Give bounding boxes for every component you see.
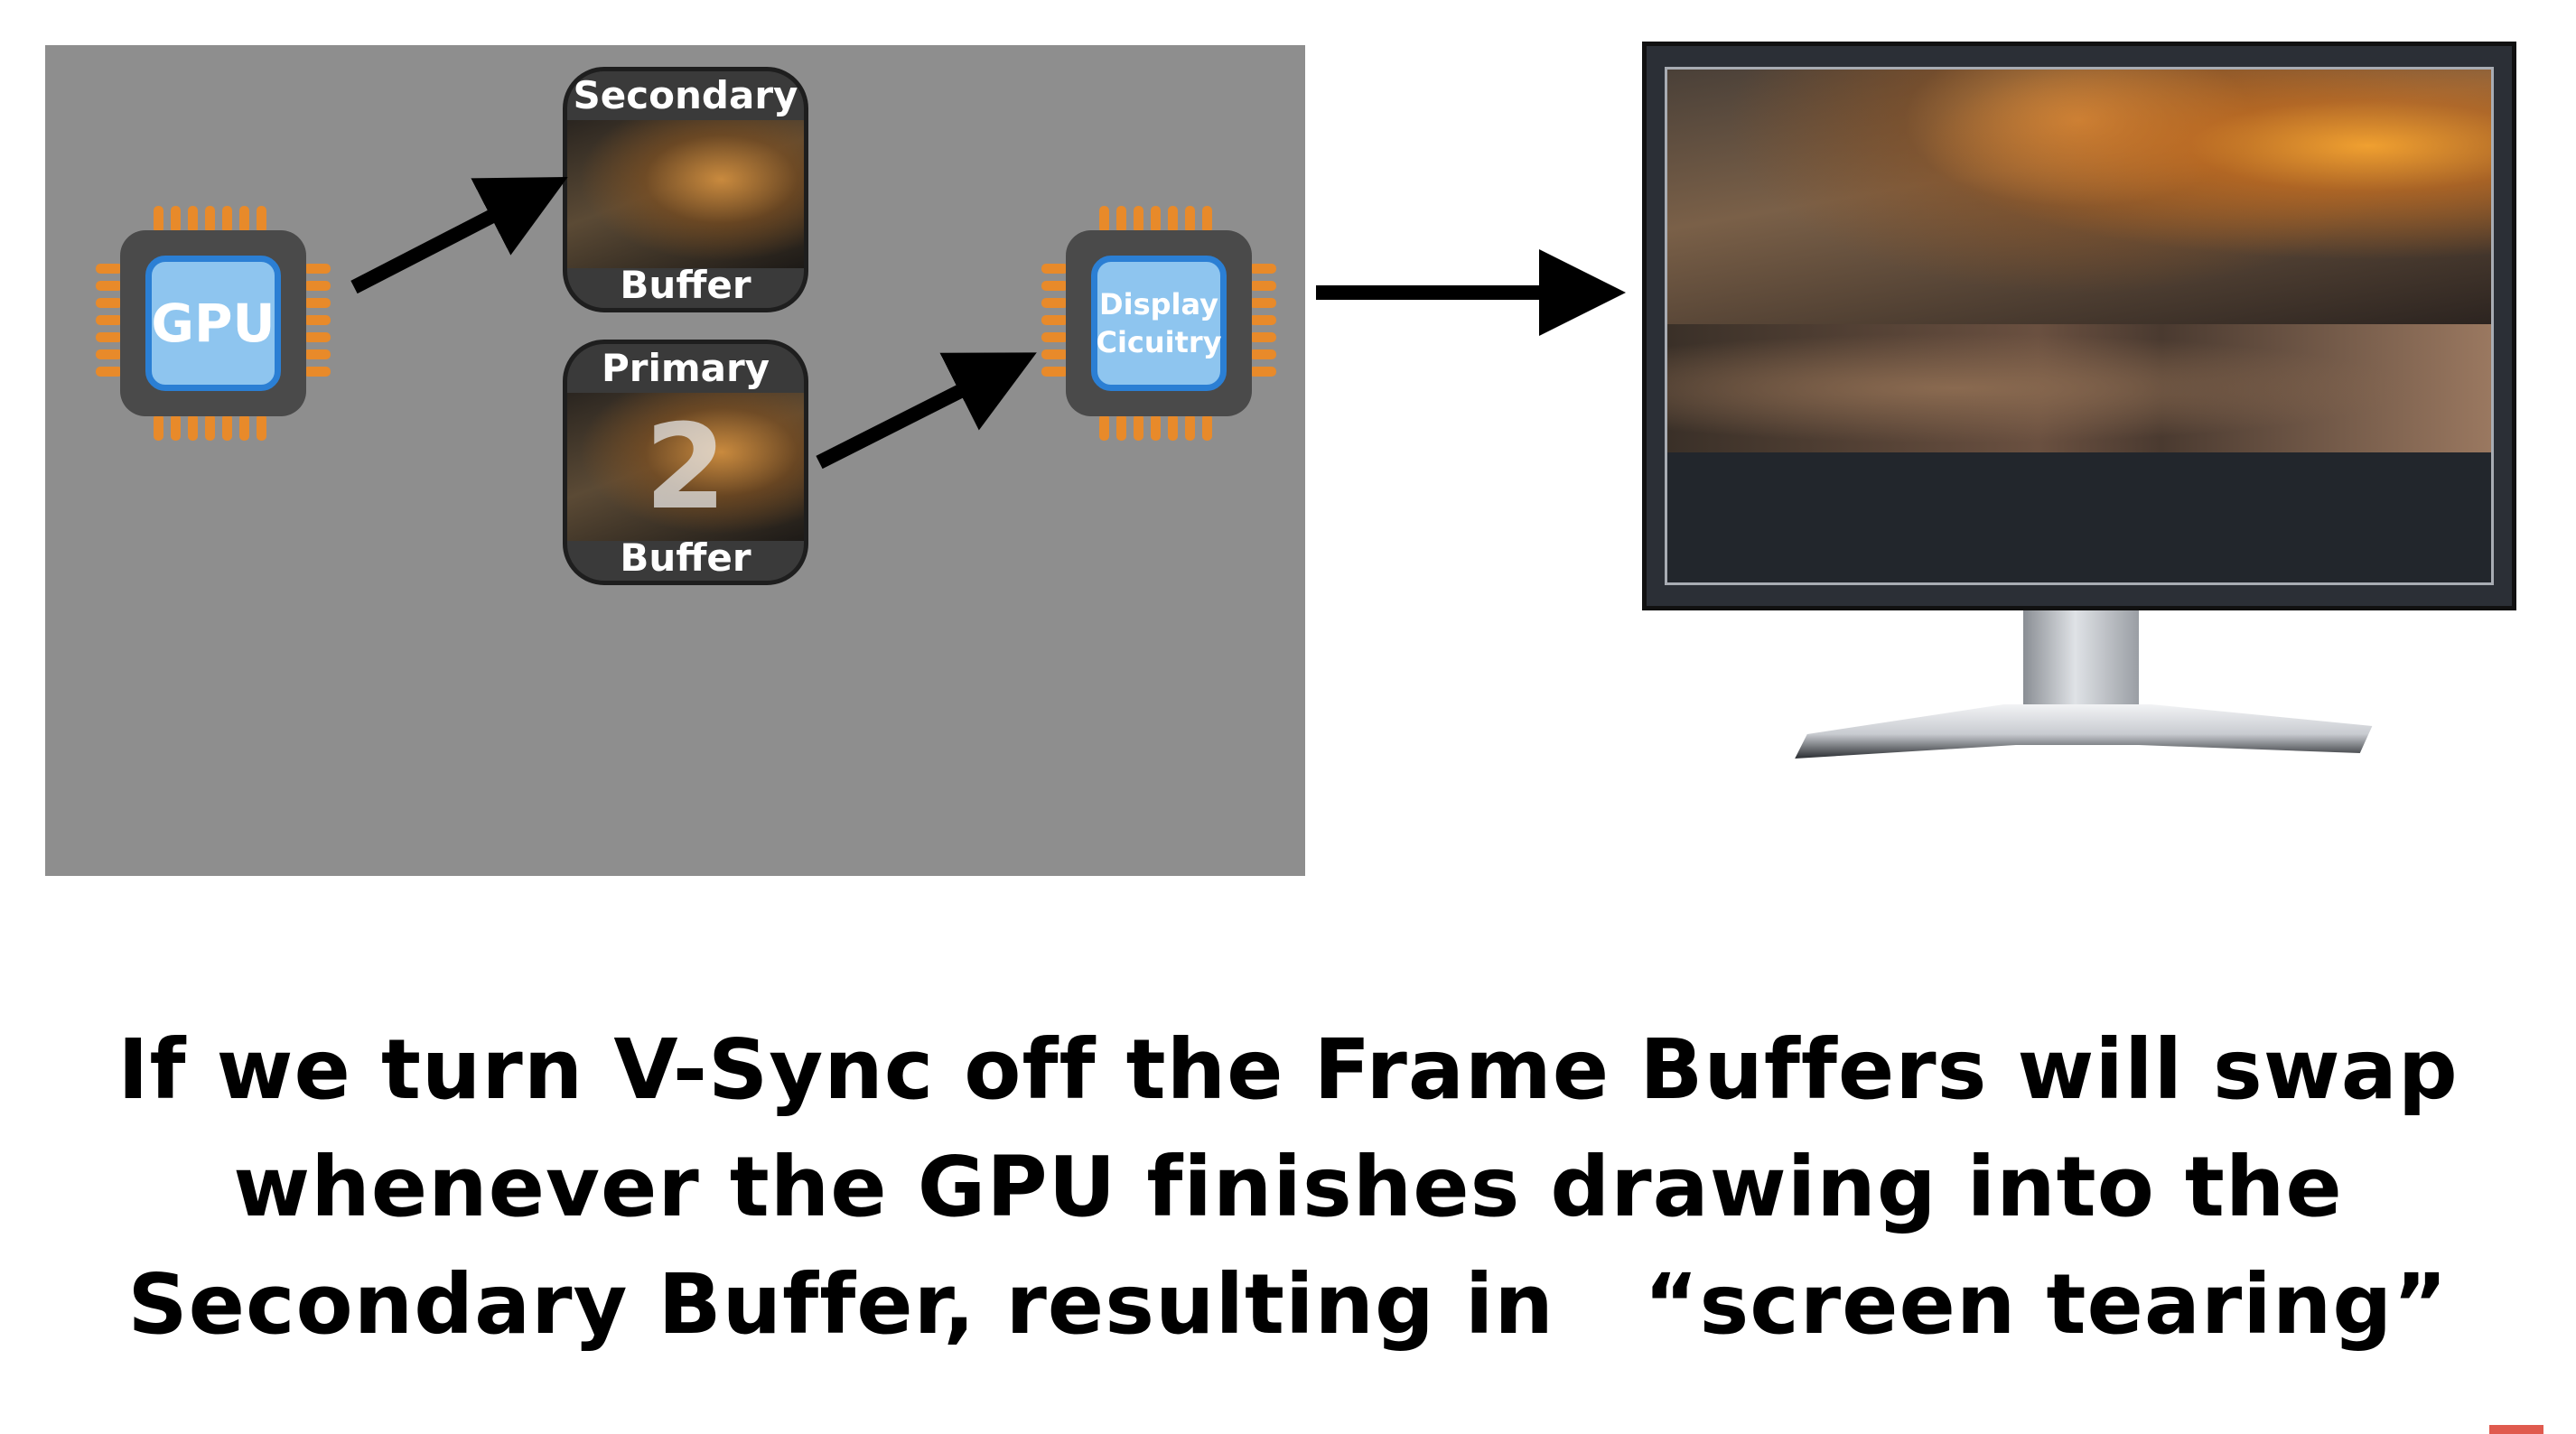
chip-pin <box>1249 298 1276 308</box>
chip-pin <box>171 206 181 233</box>
chip-pin <box>303 264 331 274</box>
chip-pin <box>171 414 181 441</box>
chip-pin <box>1249 315 1276 325</box>
chip-pin <box>188 414 198 441</box>
torn-frame-top <box>1667 70 2491 324</box>
chip-pin <box>154 414 163 441</box>
corner-badge <box>2489 1425 2543 1434</box>
display-label-line1: Display <box>1099 287 1218 321</box>
chip-pin <box>239 206 249 233</box>
chip-pin <box>1168 206 1178 233</box>
chip-pin <box>1185 206 1195 233</box>
secondary-buffer-image <box>567 120 804 268</box>
primary-buffer-subtitle: Buffer <box>620 535 751 580</box>
primary-buffer: 2 Primary Buffer <box>563 340 808 585</box>
chip-pin <box>303 315 331 325</box>
chip-pin <box>1134 206 1143 233</box>
chip-pin <box>1249 332 1276 342</box>
chip-pin <box>1041 264 1069 274</box>
chip-pin <box>1151 206 1161 233</box>
chip-pin <box>222 206 232 233</box>
chip-pin <box>1099 414 1109 441</box>
gpu-label: GPU <box>151 293 275 354</box>
chip-pin <box>257 414 266 441</box>
chip-pin <box>96 332 123 342</box>
chip-pin <box>1134 414 1143 441</box>
chip-pin <box>96 281 123 291</box>
caption-line-2: whenever the GPU finishes drawing into t… <box>233 1139 2343 1235</box>
chip-pin <box>1168 414 1178 441</box>
chip-pin <box>257 206 266 233</box>
chip-pin <box>1041 332 1069 342</box>
gpu-core: GPU <box>145 256 281 391</box>
caption: If we turn V-Sync off the Frame Buffers … <box>0 1011 2576 1364</box>
primary-buffer-image <box>567 393 804 541</box>
chip-pin <box>154 206 163 233</box>
chip-pin <box>303 281 331 291</box>
chip-pin <box>1249 349 1276 359</box>
display-circuitry-chip-icon: Display Cicuitry <box>1041 206 1276 441</box>
chip-pin <box>96 315 123 325</box>
monitor-stand-base <box>1795 704 2373 759</box>
secondary-buffer: Secondary Buffer <box>563 67 808 312</box>
chip-pin <box>96 367 123 377</box>
chip-pin <box>1249 367 1276 377</box>
caption-line-3: Secondary Buffer, resulting in “screen t… <box>127 1256 2449 1353</box>
chip-pin <box>188 206 198 233</box>
chip-pin <box>1151 414 1161 441</box>
chip-pin <box>1202 206 1212 233</box>
chip-pin <box>303 367 331 377</box>
chip-pin <box>205 414 215 441</box>
chip-pin <box>1041 349 1069 359</box>
chip-pin <box>1041 367 1069 377</box>
chip-pin <box>1099 206 1109 233</box>
secondary-buffer-subtitle: Buffer <box>620 263 751 307</box>
chip-pin <box>96 349 123 359</box>
chip-pin <box>222 414 232 441</box>
chip-pin <box>1041 315 1069 325</box>
chip-pin <box>1116 414 1126 441</box>
chip-pin <box>1185 414 1195 441</box>
primary-buffer-title: Primary <box>601 346 770 390</box>
chip-pin <box>1202 414 1212 441</box>
chip-pin <box>205 206 215 233</box>
secondary-buffer-title: Secondary <box>573 73 798 117</box>
chip-pin <box>96 298 123 308</box>
chip-pin <box>239 414 249 441</box>
monitor-screen <box>1665 67 2494 585</box>
gpu-chip-icon: GPU <box>96 206 331 441</box>
chip-pin <box>303 332 331 342</box>
display-core: Display Cicuitry <box>1091 256 1227 391</box>
chip-pin <box>1249 281 1276 291</box>
chip-pin <box>1116 206 1126 233</box>
chip-pin <box>303 349 331 359</box>
monitor-stand-neck <box>2023 610 2139 710</box>
chip-pin <box>96 264 123 274</box>
chip-pin <box>1249 264 1276 274</box>
display-label-line2: Cicuitry <box>1096 325 1222 359</box>
torn-frame-bottom <box>1667 324 2491 452</box>
chip-pin <box>1041 298 1069 308</box>
caption-line-1: If we turn V-Sync off the Frame Buffers … <box>117 1021 2459 1118</box>
primary-buffer-number: 2 <box>644 398 727 535</box>
chip-pin <box>303 298 331 308</box>
chip-pin <box>1041 281 1069 291</box>
